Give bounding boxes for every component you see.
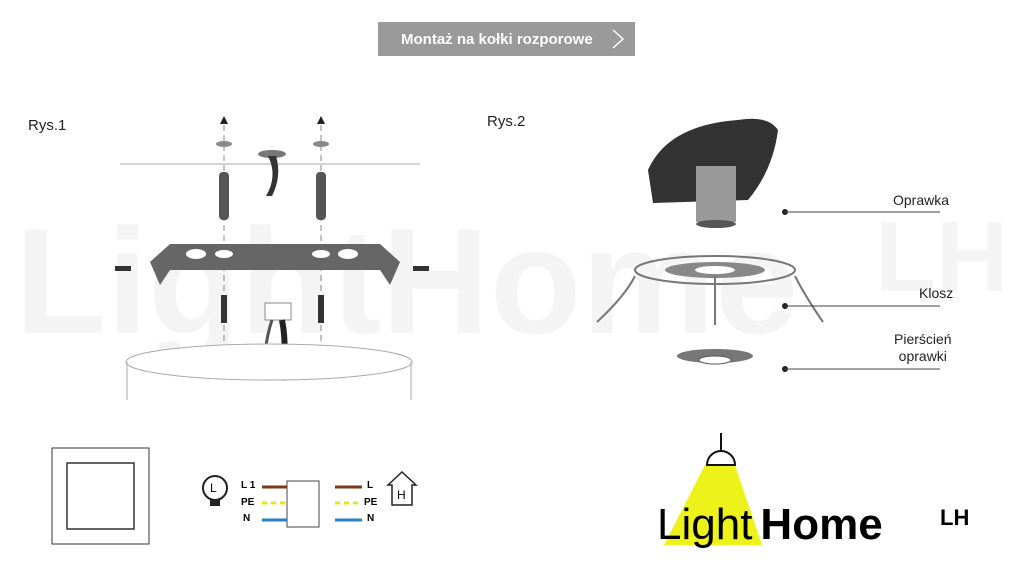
part-label-oprawka: Oprawka xyxy=(893,192,950,208)
figure2-label: Rys.2 xyxy=(487,113,526,130)
part-label-pierscien-line1: Pierścień xyxy=(894,331,952,347)
watermark-suffix: LH xyxy=(875,201,1009,313)
logo-home: Home xyxy=(760,500,883,549)
part-label-pierscien-line2: oprawki xyxy=(898,348,947,364)
wire-right-l: L xyxy=(367,480,374,491)
logo-light: Light xyxy=(657,500,753,549)
wire-right-pe: PE xyxy=(364,497,378,508)
chevron-right-icon xyxy=(612,29,625,49)
mount-method-label: Montaż na kołki rozporowe xyxy=(401,30,593,48)
part-label-pierscien: Pierścień oprawki xyxy=(894,331,952,365)
wire-left-pe: PE xyxy=(241,497,255,508)
wire-right-n: N xyxy=(367,513,375,524)
part-label-klosz: Klosz xyxy=(919,285,954,301)
house-letter: H xyxy=(397,488,406,502)
logo-suffix: LH xyxy=(940,505,970,530)
wire-left-l1: L 1 xyxy=(241,480,256,491)
lamp-letter: L xyxy=(210,481,217,495)
mount-method-button[interactable]: Montaż na kołki rozporowe xyxy=(378,22,635,56)
figure1-label: Rys.1 xyxy=(28,117,67,134)
wire-left-n: N xyxy=(243,513,251,524)
